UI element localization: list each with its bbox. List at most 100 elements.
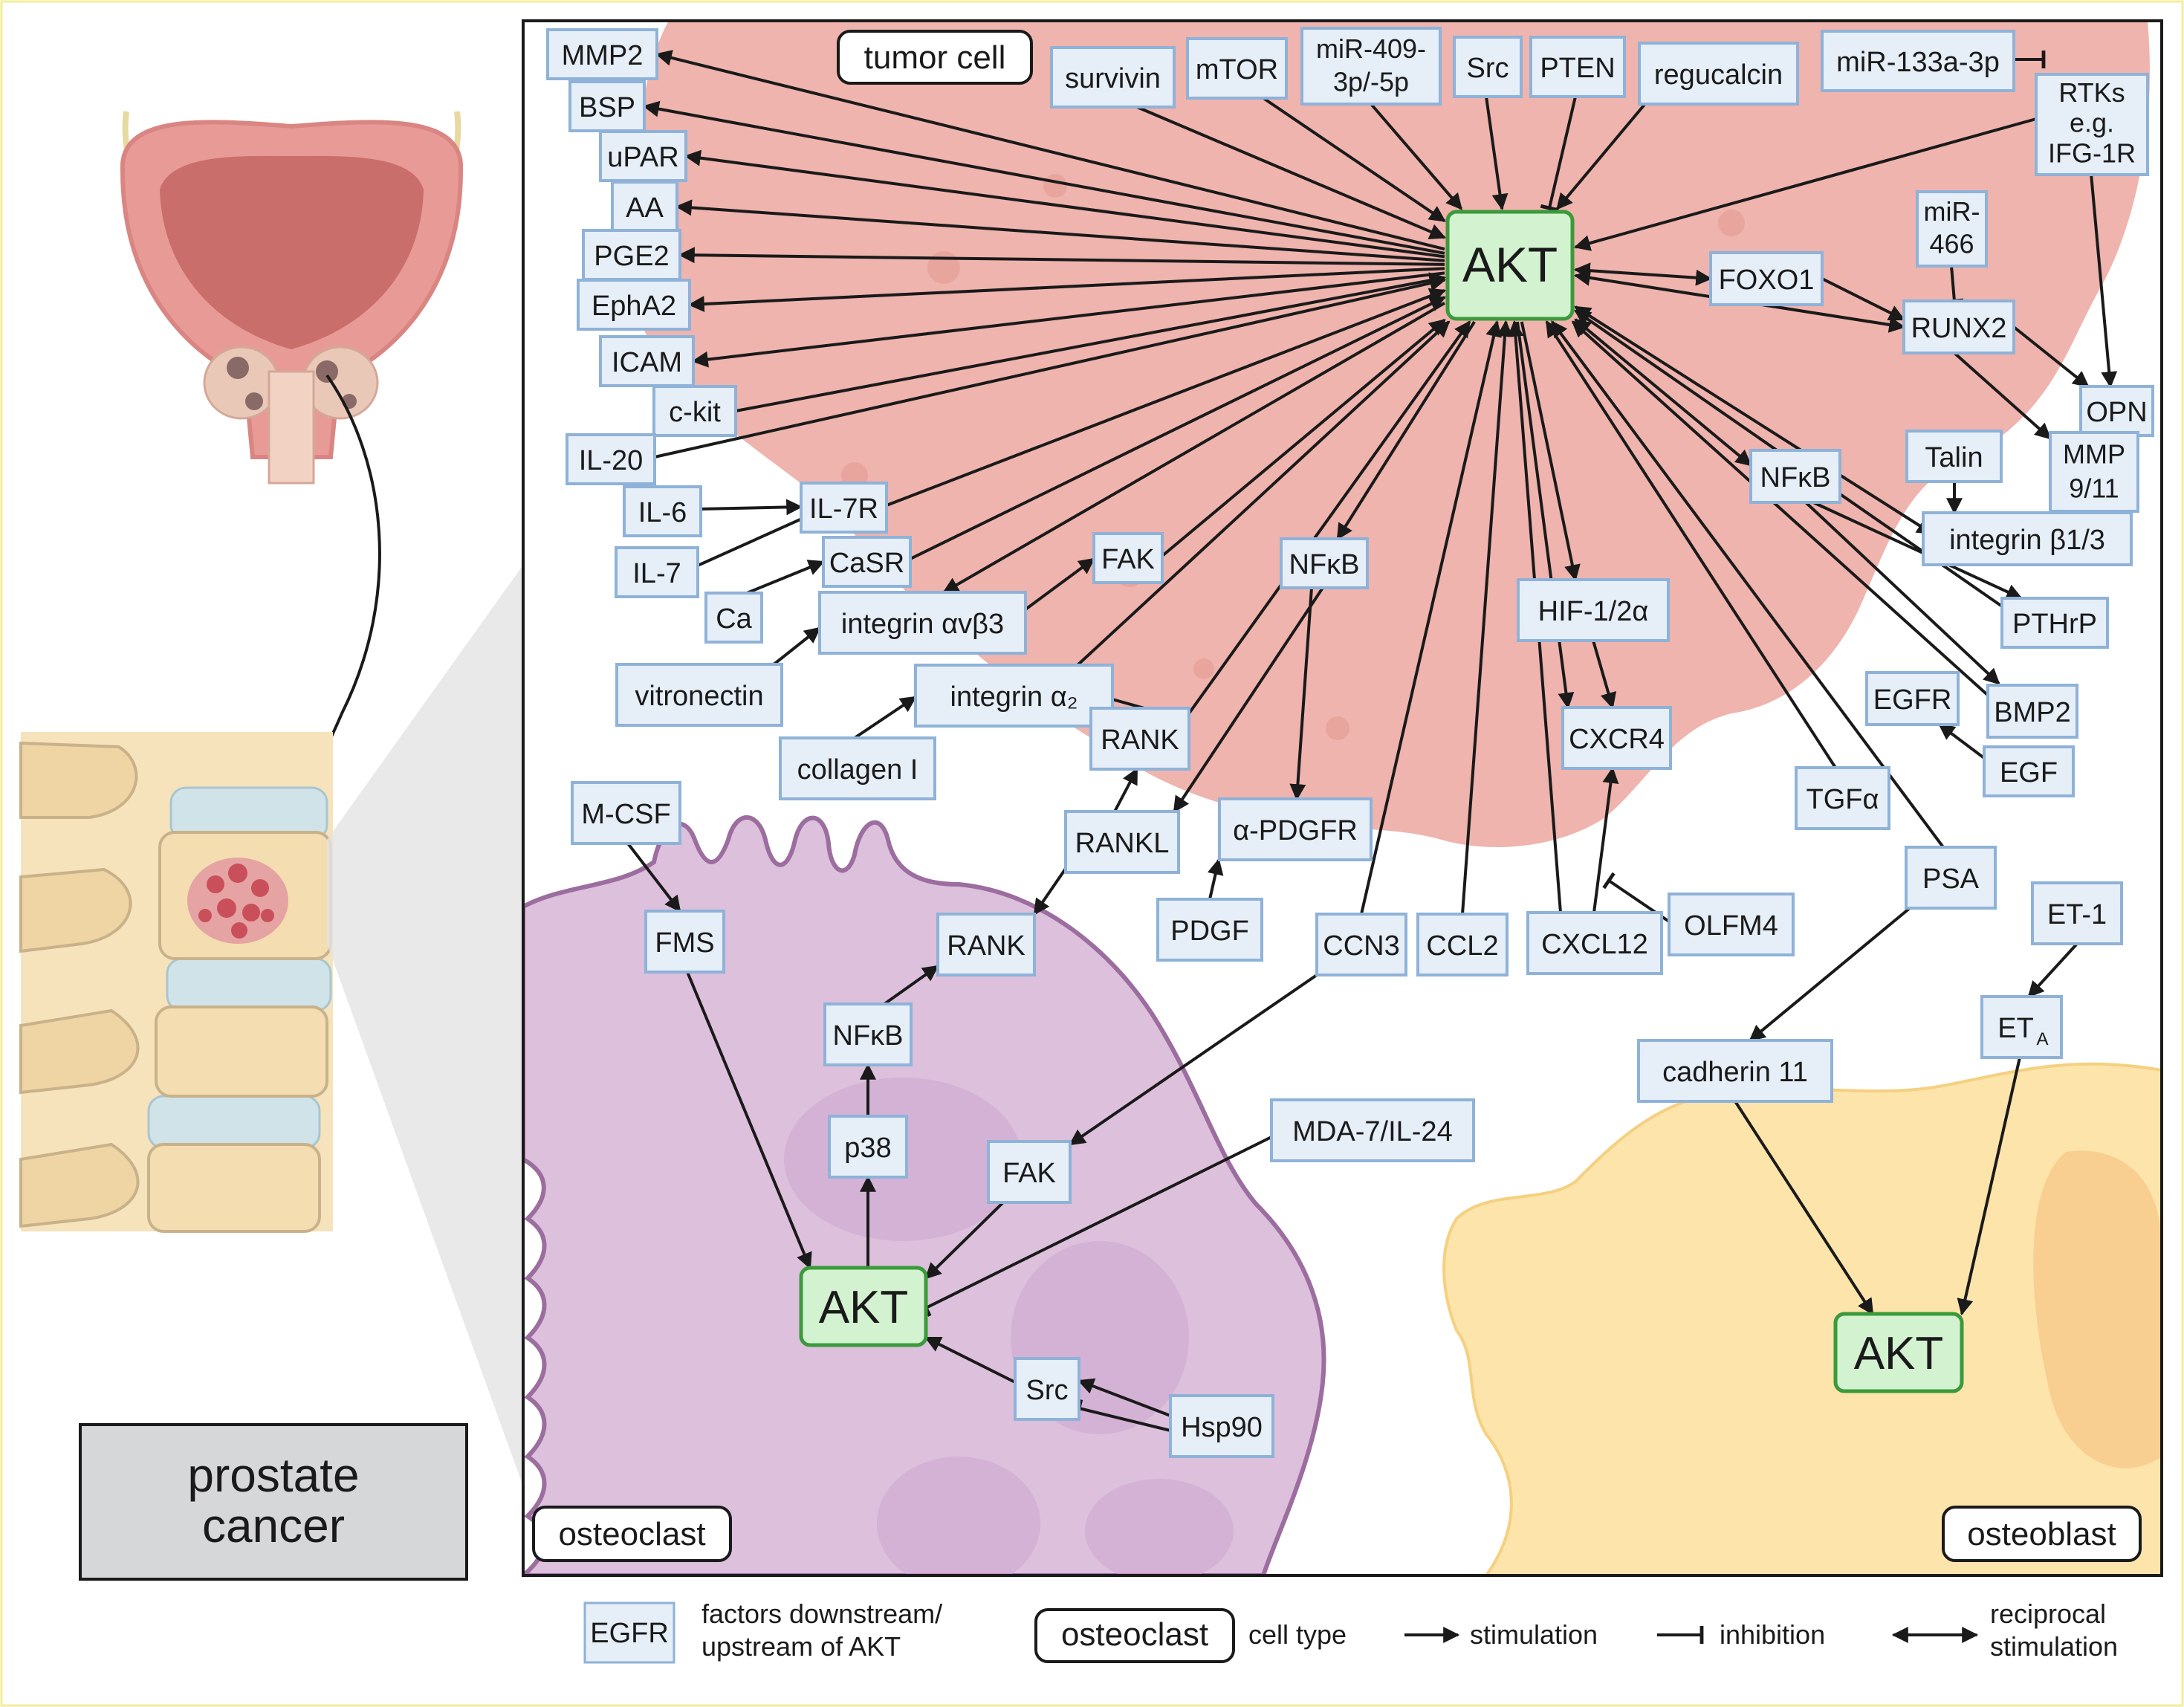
factor-epha2: EphA2	[577, 279, 691, 331]
legend-factor-desc-line1: factors downstream/	[701, 1599, 942, 1629]
factor-vitronectin: vitronectin	[615, 663, 783, 727]
factor-il7-label: IL-7	[632, 558, 681, 589]
factor-psa: PSA	[1905, 846, 1997, 910]
factor-aa-label: AA	[626, 192, 664, 224]
factor-src-oc-label: Src	[1026, 1375, 1069, 1406]
factor-rtk-line2: e.g.	[2070, 108, 2114, 138]
legend-cell-swatch	[1034, 1608, 1235, 1663]
factor-ckit: c-kit	[652, 385, 737, 437]
edge-akt-to-integrin_avb3	[942, 302, 1446, 594]
factor-integrin-a2-label: integrin α₂	[950, 681, 1078, 713]
edge-il6-il7r	[698, 499, 803, 516]
edge-mtor-to-akt	[1262, 97, 1446, 223]
factor-talin-label: Talin	[1925, 442, 1983, 473]
panel-border	[522, 19, 2163, 1577]
factor-rank-top-label: RANK	[1101, 725, 1179, 756]
factor-nfkb-right: NFκB	[1749, 449, 1841, 504]
edge-ccn3-fak-oc	[1069, 974, 1318, 1146]
factor-talin: Talin	[1905, 430, 2003, 483]
cell-label-tumor-text: tumor cell	[864, 39, 1006, 76]
factor-mtor: mTOR	[1186, 37, 1288, 100]
edge-akt-to-pge2	[678, 247, 1445, 266]
factor-cxcr4: CXCR4	[1561, 706, 1672, 770]
factor-il7r-label: IL-7R	[809, 493, 878, 525]
edge-mir409-to-akt	[1370, 103, 1463, 210]
factor-cxcl12: CXCL12	[1526, 911, 1663, 975]
akt-main-node: AKT	[1445, 210, 1575, 321]
factor-integrin-a2: integrin α₂	[914, 664, 1114, 728]
factor-olfm4: OLFM4	[1668, 893, 1795, 956]
factor-cadherin-label: cadherin 11	[1662, 1057, 1808, 1088]
factor-pdgf-label: PDGF	[1170, 916, 1249, 947]
factor-il6: IL-6	[623, 485, 702, 537]
legend-cell-sample: osteoclast	[1061, 1616, 1208, 1653]
factor-mir133-label: miR-133a-3p	[1836, 47, 2000, 78]
factor-fak-top: FAK	[1092, 532, 1164, 584]
factor-et1-label: ET-1	[2047, 899, 2107, 930]
factor-integrin-b13-label: integrin β1/3	[1949, 525, 2105, 556]
edge-et1-eta	[2027, 942, 2078, 998]
factor-pthrp-label: PTHrP	[2012, 609, 2097, 640]
factor-nfkb-oc-label: NFκB	[833, 1020, 904, 1052]
edge-hsp90-src	[1077, 1378, 1171, 1417]
akt-main-label: AKT	[1462, 237, 1558, 292]
factor-pten-label: PTEN	[1540, 53, 1615, 84]
factor-fms: FMS	[644, 910, 725, 974]
edge-mda7-inhibits-akt-oc	[920, 1136, 1272, 1317]
edge-akt-to-cxcr4	[1515, 321, 1575, 710]
factor-hsp90: Hsp90	[1169, 1394, 1274, 1458]
edge-src-akt-oc	[924, 1336, 1016, 1384]
factor-mtor-label: mTOR	[1196, 54, 1278, 85]
cell-label-osteoblast-text: osteoblast	[1967, 1516, 2116, 1552]
factor-opn: OPN	[2079, 385, 2154, 437]
edge-akt-to-nfkb_mid	[1336, 320, 1476, 540]
edge-casr-to-akt	[910, 296, 1446, 560]
factor-epha2-label: EphA2	[592, 291, 676, 322]
edge-akt-to-upar	[684, 149, 1445, 259]
factor-nfkb-right-label: NFκB	[1760, 462, 1831, 493]
factor-integrin-avb3-label: integrin αvβ3	[841, 609, 1004, 640]
factor-mir466-line2: 466	[1929, 229, 1974, 259]
factor-regucalcin-label: regucalcin	[1654, 59, 1783, 91]
factor-eta-label: ET	[1997, 1013, 2034, 1044]
legend: EGFR factors downstream/ upstream of AKT…	[583, 1599, 2118, 1664]
factor-apdgfr: α-PDGFR	[1218, 797, 1373, 861]
factor-upar: uPAR	[599, 130, 687, 182]
factor-upar-label: uPAR	[607, 142, 678, 173]
edge-fak_top-to-akt	[1161, 318, 1446, 557]
factor-pthrp: PTHrP	[2000, 597, 2109, 649]
edge-ckit-to-akt	[735, 272, 1447, 412]
factor-pten: PTEN	[1529, 36, 1626, 98]
factor-apdgfr-label: α-PDGFR	[1233, 815, 1358, 846]
edge-akt-to-bsp	[642, 100, 1445, 255]
factor-mmp2-label: MMP2	[562, 40, 644, 71]
prostate-cancer-box: prostate cancer	[79, 1423, 468, 1581]
factor-il20: IL-20	[566, 433, 656, 485]
factor-collagen: collagen I	[779, 736, 936, 800]
factor-mmp911-line1: MMP	[2063, 438, 2125, 469]
spine-illustration	[19, 732, 333, 1233]
akt-oc-node: AKT	[799, 1266, 928, 1347]
factor-mmp911-line2: 9/11	[2069, 473, 2119, 504]
factor-fak-oc-label: FAK	[1002, 1158, 1056, 1189]
factor-nfkb-mid: NFκB	[1280, 537, 1369, 589]
legend-factor-sample: EGFR	[590, 1618, 669, 1649]
factor-rank-oc: RANK	[936, 913, 1036, 976]
factor-egf: EGF	[1983, 745, 2075, 797]
factor-runx2: RUNX2	[1902, 299, 2015, 354]
interaction-arrows	[626, 50, 2118, 1432]
edge-runx2-mmp911	[1953, 352, 2052, 440]
factor-foxo1: FOXO1	[1709, 251, 1824, 306]
edge-mcsf-fms	[626, 842, 681, 913]
factor-ca-label: Ca	[716, 603, 752, 635]
edge-rtk-to-akt	[1573, 117, 2037, 251]
factor-nfkb-oc: NFκB	[823, 1003, 913, 1066]
factor-vitronectin-label: vitronectin	[635, 681, 763, 712]
edge-cadherin-akt-ob	[1734, 1100, 1874, 1315]
edge-pten-inhibits-akt	[1540, 96, 1577, 213]
edge-akt-to-hif	[1520, 321, 1581, 582]
factor-survivin-label: survivin	[1065, 63, 1161, 94]
edge-ccn3-to-akt	[1360, 320, 1502, 915]
edge-nfkb-rank-oc	[883, 965, 939, 1005]
